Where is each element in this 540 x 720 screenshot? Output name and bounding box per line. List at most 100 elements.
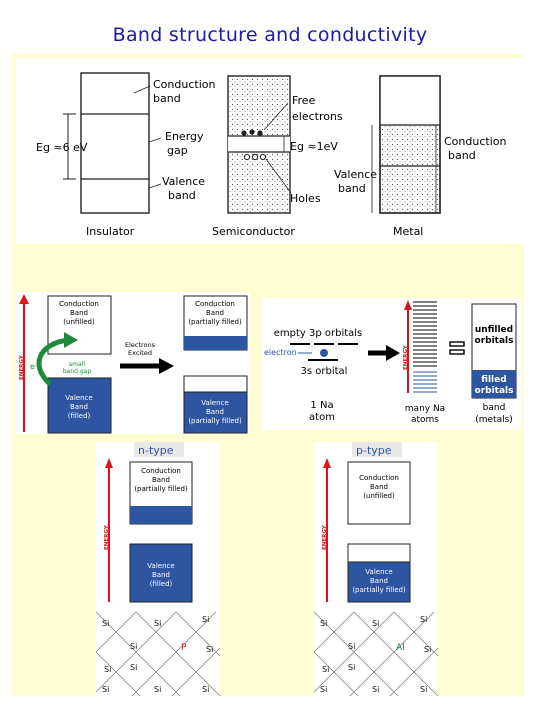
insulator-conduction-label: Conduction: [153, 78, 215, 91]
svg-text:electron: electron: [264, 348, 297, 357]
svg-text:Conduction: Conduction: [359, 474, 399, 482]
svg-text:(unfilled): (unfilled): [63, 318, 95, 326]
svg-text:Band: Band: [152, 476, 170, 484]
svg-text:band gap: band gap: [63, 368, 91, 375]
n-vb-box: [129, 543, 193, 603]
svg-text:Si: Si: [130, 663, 137, 672]
svg-text:Si: Si: [320, 619, 327, 628]
metal-vband-label: band: [338, 182, 366, 195]
svg-text:Si: Si: [322, 665, 329, 674]
insulator-energy-label: Energy: [165, 130, 204, 143]
svg-text:atom: atom: [309, 412, 335, 423]
band-structure-diagram: Eg ≈6 eV Conduction band Energy gap Vale…: [16, 58, 524, 244]
svg-text:Conduction: Conduction: [141, 467, 181, 475]
svg-text:Si: Si: [372, 685, 379, 694]
metal-conduction-label: Conduction: [444, 135, 506, 148]
svg-text:ENERGY: ENERGY: [403, 344, 409, 370]
svg-text:Band: Band: [206, 408, 224, 416]
svg-text:Excited: Excited: [128, 349, 152, 357]
svg-text:ENERGY: ENERGY: [322, 524, 328, 550]
svg-text:Si: Si: [206, 645, 213, 654]
excitation-energy-label: ENERGY: [19, 354, 25, 380]
svg-text:Si: Si: [424, 645, 431, 654]
n-dopant-label: P: [181, 643, 187, 653]
insulator-caption: Insulator: [86, 225, 135, 238]
svg-text:Conduction: Conduction: [195, 300, 235, 308]
semiconductor-eg-label: Eg ≈1eV: [290, 140, 338, 153]
svg-text:1 Na: 1 Na: [310, 400, 333, 411]
svg-text:empty 3p orbitals: empty 3p orbitals: [274, 328, 363, 339]
svg-text:(filled): (filled): [150, 580, 173, 588]
svg-text:(partially filled): (partially filled): [188, 318, 242, 326]
svg-text:Si: Si: [102, 685, 109, 694]
page-title: Band structure and conductivity: [112, 24, 428, 46]
svg-text:Si: Si: [202, 615, 209, 624]
p-cb-box: [347, 461, 411, 525]
band-structure-svg: Eg ≈6 eV Conduction band Energy gap Vale…: [36, 72, 506, 238]
svg-text:atoms: atoms: [411, 415, 439, 425]
svg-text:orbitals: orbitals: [475, 336, 514, 346]
svg-text:Si: Si: [154, 685, 161, 694]
insulator-box: [80, 72, 150, 214]
svg-text:Band: Band: [370, 577, 388, 585]
svg-text:Band: Band: [206, 309, 224, 317]
excitation-diagram: ENERGY Conduction Band (unfilled) small …: [16, 292, 250, 434]
n-type-label: n-type: [138, 444, 174, 457]
insulator-gap-label: gap: [167, 144, 188, 157]
metal-caption: Metal: [393, 225, 423, 238]
svg-text:band: band: [483, 403, 506, 413]
p-type-diagram: p-type ENERGY Conduction Band (unfilled)…: [313, 442, 439, 697]
svg-text:filled: filled: [481, 375, 506, 385]
svg-text:Valence: Valence: [147, 562, 174, 570]
svg-text:(filled): (filled): [68, 412, 91, 420]
svg-text:Band: Band: [370, 483, 388, 491]
svg-text:Si: Si: [154, 619, 161, 628]
svg-text:(partially filled): (partially filled): [188, 417, 242, 425]
electrons-label: electrons: [292, 110, 343, 123]
svg-text:Si: Si: [202, 685, 209, 694]
svg-text:many Na: many Na: [405, 404, 445, 414]
svg-text:Valence: Valence: [365, 568, 392, 576]
svg-text:Electrons: Electrons: [125, 341, 156, 349]
insulator-vband-label: band: [168, 189, 196, 202]
sodium-band-diagram: empty 3p orbitals electron 3s orbital 1 …: [262, 298, 522, 430]
insulator-eg-label: Eg ≈6 eV: [36, 141, 88, 154]
svg-text:unfilled: unfilled: [475, 325, 513, 335]
svg-text:Si: Si: [420, 685, 427, 694]
svg-text:Si: Si: [320, 685, 327, 694]
free-label: Free: [292, 94, 316, 107]
na-orbital-lines: [413, 301, 437, 393]
insulator-valence-label: Valence: [162, 175, 205, 188]
svg-text:Si: Si: [420, 615, 427, 624]
svg-text:Si: Si: [104, 665, 111, 674]
p-dopant-label: Al: [396, 643, 405, 653]
svg-text:ENERGY: ENERGY: [104, 524, 110, 550]
svg-text:Si: Si: [348, 642, 355, 651]
semiconductor-caption: Semiconductor: [212, 225, 295, 238]
holes-label: Holes: [290, 192, 321, 205]
metal-valence-label: Valence: [334, 168, 377, 181]
insulator-band-label: band: [153, 92, 181, 105]
n-type-diagram: n-type ENERGY Conduction Band (partially…: [95, 442, 221, 697]
svg-text:Si: Si: [102, 619, 109, 628]
svg-text:Band: Band: [70, 403, 88, 411]
svg-text:orbitals: orbitals: [475, 386, 514, 396]
svg-text:Si: Si: [372, 619, 379, 628]
svg-text:Valence: Valence: [201, 399, 228, 407]
svg-text:Band: Band: [70, 309, 88, 317]
svg-text:(unfilled): (unfilled): [363, 492, 395, 500]
metal-band-label: band: [448, 149, 476, 162]
svg-text:3s orbital: 3s orbital: [301, 366, 348, 377]
svg-text:small: small: [69, 361, 85, 368]
p-type-label: p-type: [356, 444, 392, 457]
svg-text:(metals): (metals): [475, 415, 513, 425]
svg-text:(partially filled): (partially filled): [134, 485, 188, 493]
svg-text:Band: Band: [152, 571, 170, 579]
svg-text:(partially filled): (partially filled): [352, 586, 406, 594]
vb-filled: [47, 377, 112, 434]
svg-text:Valence: Valence: [65, 394, 92, 402]
electron-label: e⁻: [30, 362, 39, 371]
svg-text:Conduction: Conduction: [59, 300, 99, 308]
svg-text:Si: Si: [348, 663, 355, 672]
svg-text:Si: Si: [130, 642, 137, 651]
